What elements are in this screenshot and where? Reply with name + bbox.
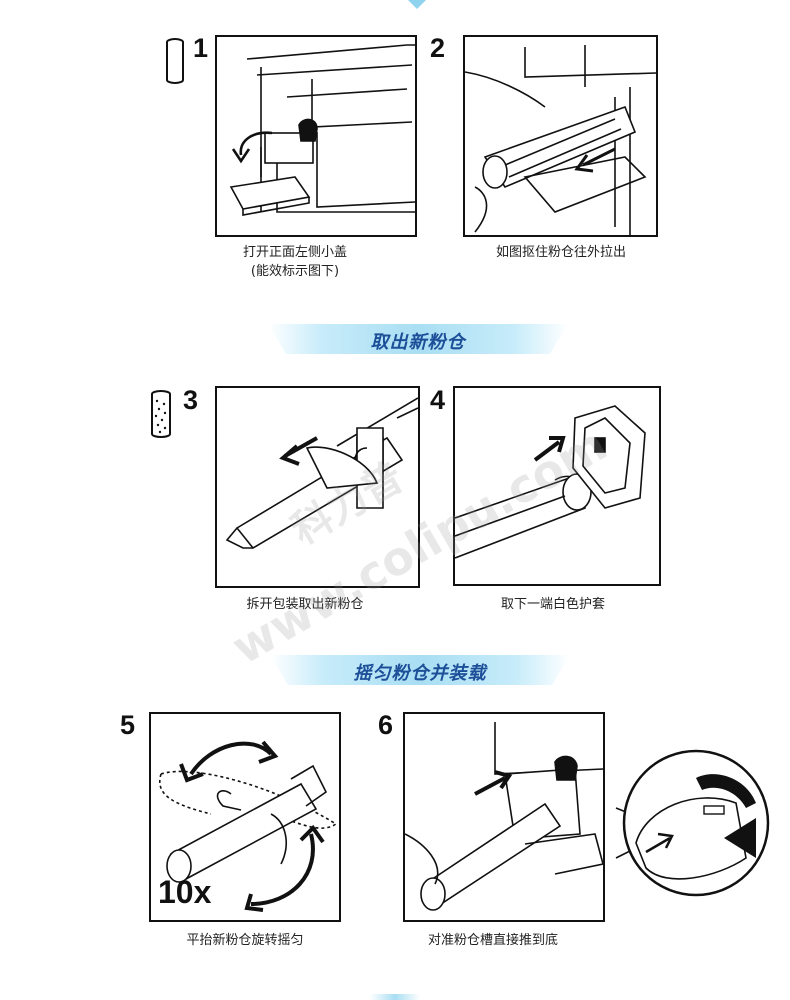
detail-zoom-callout xyxy=(615,749,770,897)
banner-shake-install-text: 摇匀粉仓并装载 xyxy=(353,663,487,684)
step-1-illustration xyxy=(215,35,417,237)
step-2-caption: 如图抠住粉仓往外拉出 xyxy=(495,245,626,260)
step-5-illustration xyxy=(149,712,341,922)
step-number-6: 6 xyxy=(378,710,394,740)
step-number-4: 4 xyxy=(430,385,446,415)
step-number-1: 1 xyxy=(193,33,209,63)
step-4-illustration xyxy=(453,386,661,586)
repeat-count-badge: 10x xyxy=(158,874,212,910)
step-1-caption: 打开正面左侧小盖 xyxy=(242,245,347,260)
step-4-caption: 取下一端白色护套 xyxy=(500,597,605,612)
full-cartridge-icon xyxy=(151,390,171,438)
step-number-3: 3 xyxy=(183,385,199,415)
step-6-caption: 对准粉仓槽直接推到底 xyxy=(427,933,558,948)
step-5-caption: 平抬新粉仓旋转摇匀 xyxy=(186,933,304,948)
top-arrow-marker xyxy=(408,0,426,9)
step-6-illustration xyxy=(403,712,605,922)
section-banner-take-out: 取出新粉仓 xyxy=(268,324,568,354)
step-number-5: 5 xyxy=(120,710,136,740)
step-2-illustration xyxy=(463,35,658,237)
empty-cartridge-icon xyxy=(166,38,184,84)
step-3-illustration xyxy=(215,386,420,588)
bottom-divider xyxy=(370,994,420,1000)
banner-take-out-text: 取出新粉仓 xyxy=(370,332,466,353)
section-banner-shake-install: 摇匀粉仓并装载 xyxy=(270,655,570,685)
step-3-caption: 拆开包装取出新粉仓 xyxy=(246,597,364,612)
step-1-caption-note: (能效标示图下) xyxy=(250,264,340,279)
step-number-2: 2 xyxy=(430,33,446,63)
